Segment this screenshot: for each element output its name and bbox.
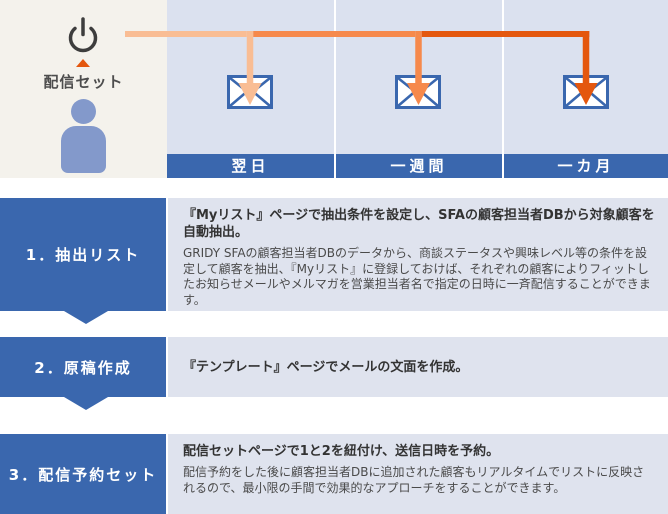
timeline-label-one-month: 一カ月 [504, 154, 668, 178]
step2-content: 『テンプレート』ページでメールの文面を作成。 [168, 337, 668, 397]
timeline-label-next-day: 翌日 [167, 154, 334, 178]
step3-heading: 配信セットページで1と2を紐付け、送信日時を予約。 [183, 444, 500, 459]
step3-title: 3．配信予約セット [8, 465, 158, 484]
step2-heading: 『テンプレート』ページでメールの文面を作成。 [183, 359, 469, 375]
step1-body: GRIDY SFAの顧客担当者DBのデータから、商談ステータスや興味レベル等の条… [183, 246, 651, 307]
step3-body: 配信予約をした後に顧客担当者DBに追加された顧客もリアルタイムでリストに反映され… [183, 465, 645, 495]
mail-icon [227, 75, 273, 109]
down-triangle-icon [64, 397, 108, 410]
person-icon-body [61, 126, 106, 173]
mail-icon [563, 75, 609, 109]
step1-label-box: 1．抽出リスト [0, 198, 166, 311]
power-icon [68, 17, 98, 53]
step3-content: 配信セットページで1と2を紐付け、送信日時を予約。 配信予約をした後に顧客担当者… [168, 434, 668, 514]
step1-title: 1．抽出リスト [25, 246, 141, 264]
step1-content: 『Myリスト』ページで抽出条件を設定し、SFAの顧客担当者DBから対象顧客を自動… [168, 198, 668, 311]
down-triangle-icon [64, 311, 108, 324]
step1-heading: 『Myリスト』ページで抽出条件を設定し、SFAの顧客担当者DBから対象顧客を自動… [183, 208, 655, 240]
timeline-label-one-week: 一週間 [336, 154, 502, 178]
timeline-section: 配信セット 翌日 一週間 一カ月 [0, 0, 668, 178]
step2-label-box: 2．原稿作成 [0, 337, 166, 397]
up-triangle-icon [76, 59, 90, 67]
step2-title: 2．原稿作成 [34, 358, 132, 377]
mail-icon [395, 75, 441, 109]
person-icon [71, 99, 96, 124]
source-label: 配信セット [43, 73, 124, 91]
step3-label-box: 3．配信予約セット [0, 434, 166, 514]
source-panel: 配信セット [0, 0, 167, 178]
